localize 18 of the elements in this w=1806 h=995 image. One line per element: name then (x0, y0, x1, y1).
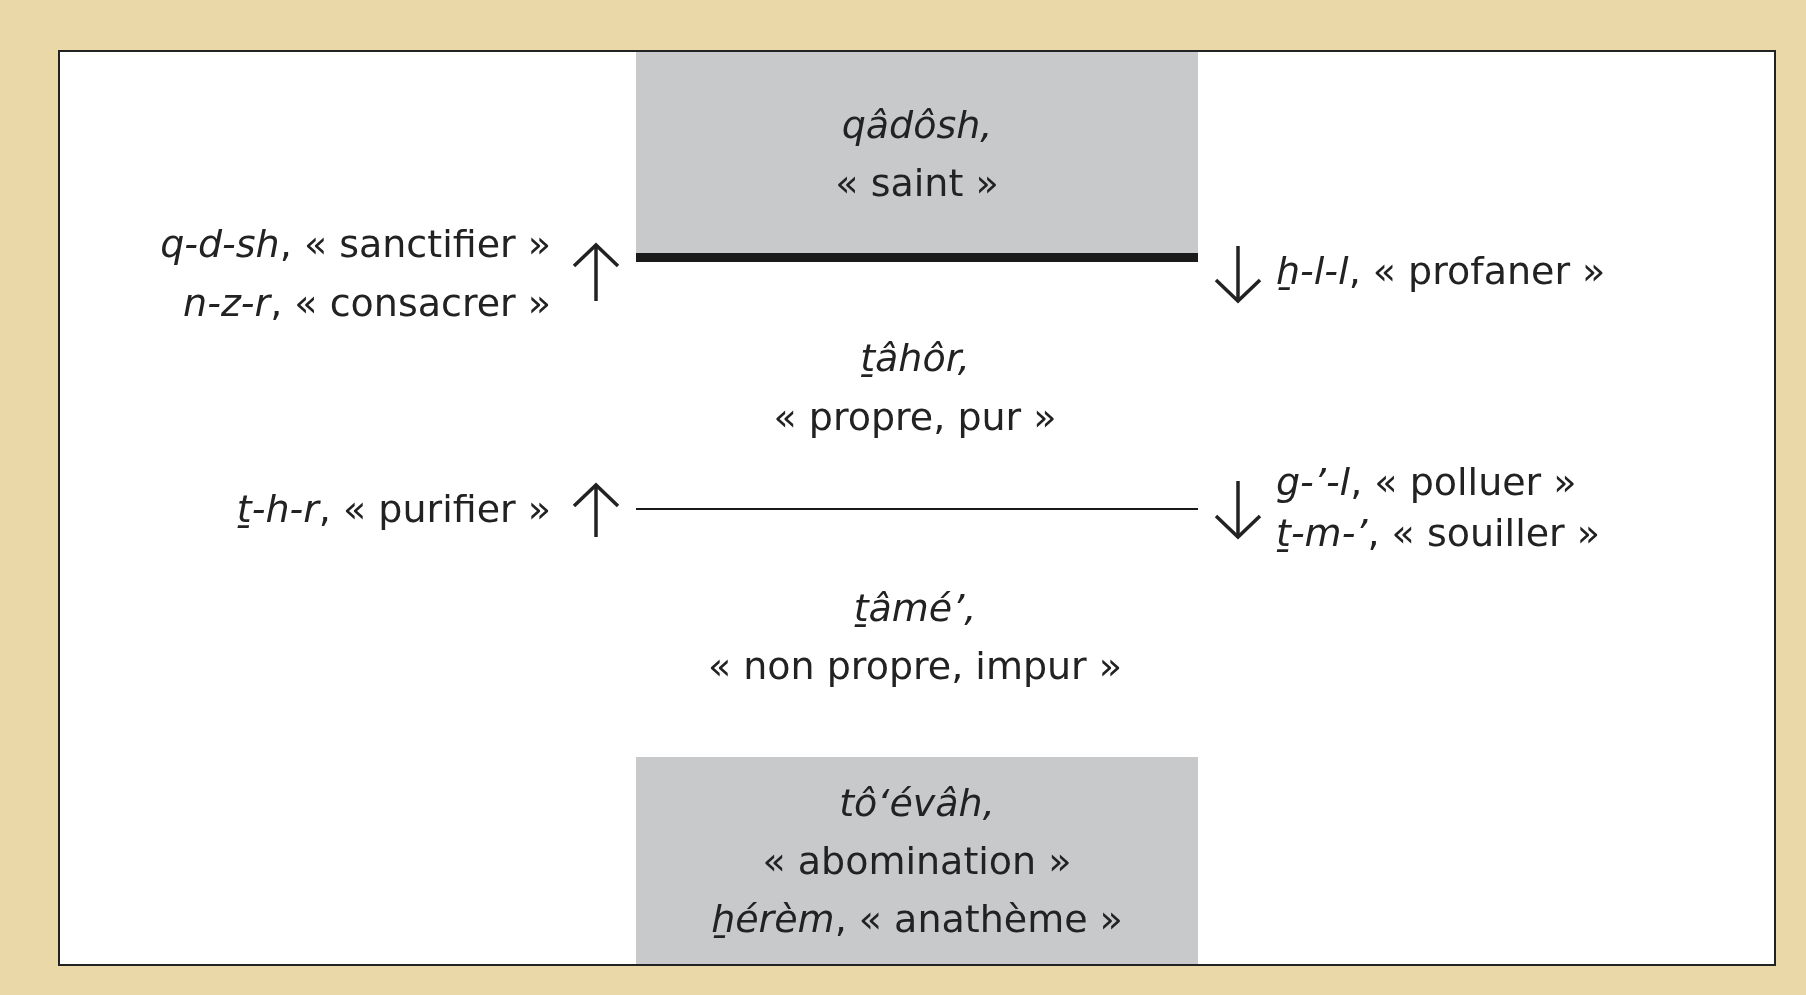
term-label: ṯâhôr, (860, 335, 970, 382)
term-label: ẖ-l-l, « profaner » (1276, 248, 1606, 295)
box-text: « saint » (835, 159, 999, 207)
term-label: q-d-sh, « sanctifier » (160, 221, 551, 268)
term-label: g-’-l, « polluer » (1276, 459, 1577, 506)
shaded-box (636, 757, 1198, 964)
frame-box (58, 50, 1776, 966)
term-label: ṯ-h-r, « purifier » (236, 486, 551, 533)
shaded-box (636, 52, 1198, 255)
box-text: « abomination » (762, 837, 1072, 885)
term-label: ṯ-m-’, « souiller » (1276, 510, 1601, 557)
term-label: « non propre, impur » (707, 643, 1123, 690)
term-label: ṯâmé’, (853, 585, 977, 632)
box-text: qâdôsh, (841, 101, 993, 149)
box-text: ẖérèm, « anathème » (711, 895, 1123, 943)
term-label: n-z-r, « consacrer » (183, 280, 551, 327)
term-label: « propre, pur » (773, 394, 1057, 441)
box-text: tô‘évâh, (839, 779, 995, 827)
